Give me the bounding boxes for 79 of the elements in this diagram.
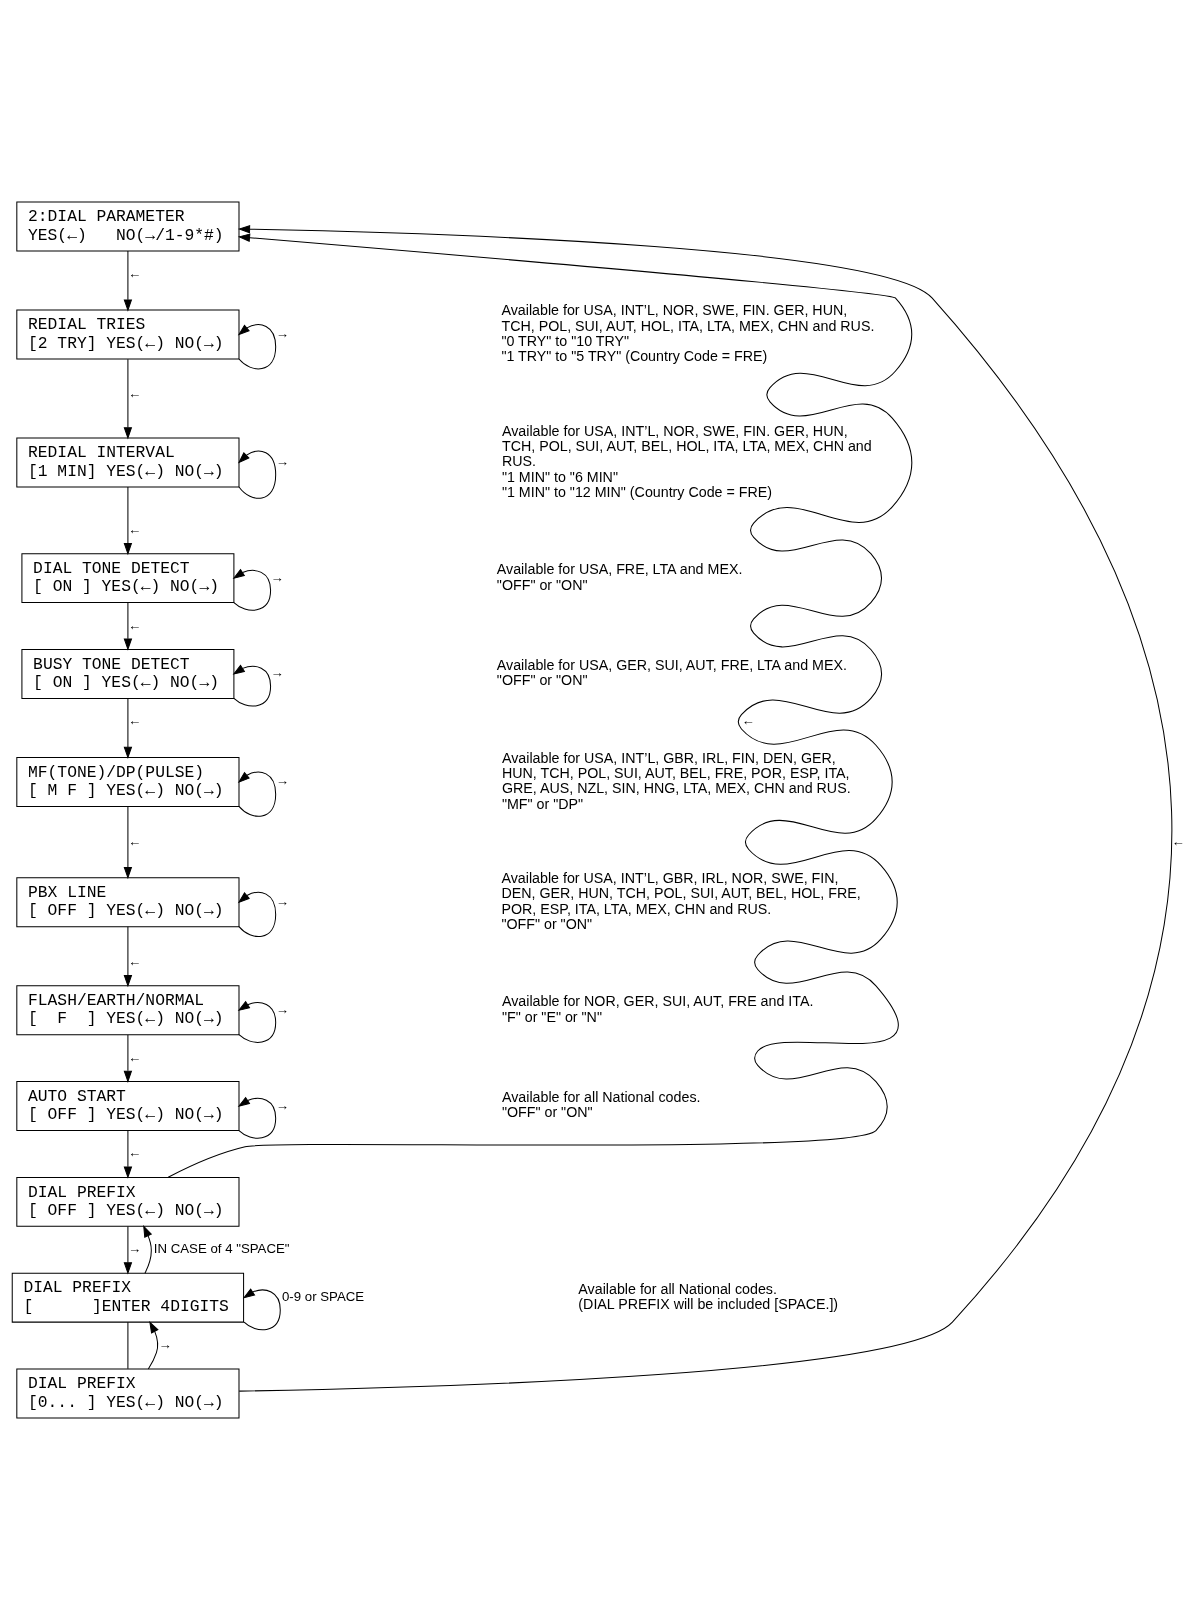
arrow bbox=[123, 358, 133, 439]
arrow bbox=[143, 1224, 153, 1274]
arrow bbox=[237, 450, 277, 499]
edge-label: ← bbox=[127, 953, 142, 969]
arrow bbox=[232, 568, 272, 611]
arrow bbox=[123, 1129, 133, 1179]
edge-label: ← bbox=[127, 1144, 142, 1160]
edge-label: → bbox=[275, 453, 289, 469]
arrow bbox=[237, 771, 277, 817]
node-box: REDIAL INTERVAL [1 MIN] YES(←) NO(→) bbox=[16, 437, 240, 487]
edge-label: → bbox=[270, 569, 284, 585]
arrow bbox=[123, 1033, 133, 1083]
node-box: PBX LINE [ OFF ] YES(←) NO(→) bbox=[16, 876, 240, 927]
edge-label: ← bbox=[741, 712, 755, 728]
connector bbox=[127, 1321, 129, 1369]
arrow bbox=[237, 1096, 277, 1139]
edge-label: → bbox=[275, 1001, 289, 1017]
edge-label: → bbox=[275, 1097, 289, 1113]
node-box: DIAL PREFIX [ ]ENTER 4DIGITS bbox=[11, 1272, 245, 1323]
edge-label: → bbox=[275, 893, 289, 909]
edge-label: ← bbox=[1171, 833, 1185, 849]
node-label: "OFF" or "ON" bbox=[501, 1103, 593, 1120]
edge-label: 0-9 or SPACE bbox=[282, 1288, 365, 1304]
node-label: Available for USA, INT’L, NOR, SWE, FIN. GER, HUN, TCH, POL, SUI, AUT, HOL, ITA, LTA, MEX, CHN and RUS. bbox=[501, 301, 875, 334]
node-label: Available for USA, INT’L, GBR, IRL, NOR, SWE, FIN, DEN, GER, HUN, TCH, POL, SUI, AUT, BEL, HOL, FRE, POR, ESP, ITA, LTA, MEX, CHN and RUS. bbox=[501, 869, 861, 917]
arrow bbox=[167, 232, 913, 1178]
arrow bbox=[123, 697, 133, 759]
node-label: "OFF" or "ON" bbox=[501, 915, 593, 932]
arrow bbox=[232, 664, 272, 707]
node-box: AUTO START [ OFF ] YES(←) NO(→) bbox=[16, 1080, 240, 1131]
arrow bbox=[123, 601, 133, 651]
arrow bbox=[237, 224, 1173, 1392]
node-box: MF(TONE)/DP(PULSE) [ M F ] YES(←) NO(→) bbox=[16, 756, 240, 807]
node-label: "1 TRY" to "5 TRY" (Country Code = FRE) bbox=[501, 347, 768, 364]
node-label: "1 MIN" to "12 MIN" (Country Code = FRE) bbox=[501, 483, 773, 500]
node-label: (DIAL PREFIX will be included [SPACE.]) bbox=[578, 1295, 839, 1312]
arrow bbox=[242, 1287, 281, 1330]
edge-label: ← bbox=[127, 1049, 142, 1065]
node-label: Available for USA, FRE, LTA and MEX. bbox=[496, 560, 743, 577]
node-label: "OFF" or "ON" bbox=[496, 576, 588, 593]
node-box: DIAL PREFIX [0... ] YES(←) NO(→) bbox=[16, 1368, 240, 1418]
node-box: REDIAL TRIES [2 TRY] YES(←) NO(→) bbox=[16, 309, 240, 360]
node-label: "MF" or "DP" bbox=[501, 795, 584, 812]
node-label: Available for USA, GER, SUI, AUT, FRE, LTA and MEX. bbox=[496, 656, 847, 673]
edge-label: → bbox=[270, 664, 284, 680]
edge-label: → bbox=[275, 325, 289, 341]
arrow bbox=[123, 925, 133, 987]
edge-label: → bbox=[158, 1336, 172, 1352]
edge-label: ← bbox=[127, 385, 142, 401]
arrow bbox=[123, 1225, 133, 1275]
node-box: 2:DIAL PARAMETER YES(←) NO(→/1-9*#) bbox=[16, 201, 240, 251]
arrow bbox=[123, 805, 133, 879]
arrow bbox=[237, 323, 277, 369]
edge-label: → bbox=[127, 1240, 142, 1256]
edge-label: ← bbox=[127, 521, 142, 537]
node-label: Available for all National codes. bbox=[578, 1280, 777, 1297]
node-box: DIAL PREFIX [ OFF ] YES(←) NO(→) bbox=[16, 1176, 240, 1227]
node-box: BUSY TONE DETECT [ ON ] YES(←) NO(→) bbox=[21, 648, 235, 699]
edge-label: IN CASE of 4 "SPACE" bbox=[153, 1240, 290, 1256]
node-label: "0 TRY" to "10 TRY" bbox=[501, 332, 630, 349]
node-label: Available for all National codes. bbox=[501, 1088, 701, 1105]
node-label: "F" or "E" or "N" bbox=[501, 1008, 602, 1025]
node-box: DIAL TONE DETECT [ ON ] YES(←) NO(→) bbox=[21, 552, 235, 603]
node-label: Available for USA, INT’L, GBR, IRL, FIN, DEN, GER, HUN, TCH, POL, SUI, AUT, BEL, FRE, POR, ESP, ITA, GRE, AUS, NZL, SIN, HNG, LTA, MEX, CHN and RUS. bbox=[501, 749, 851, 796]
node-box: FLASH/EARTH/NORMAL [ F ] YES(←) NO(→) bbox=[16, 984, 240, 1035]
arrow bbox=[123, 250, 133, 312]
node-label: Available for USA, INT’L, NOR, SWE, FIN. GER, HUN, TCH, POL, SUI, AUT, BEL, HOL, ITA, LTA, MEX, CHN and RUS. bbox=[501, 422, 872, 469]
edge-label: ← bbox=[127, 265, 142, 281]
arrow bbox=[147, 1320, 159, 1369]
edge-label: ← bbox=[127, 617, 142, 633]
edge-label: ← bbox=[127, 833, 142, 849]
arrow bbox=[237, 1000, 277, 1043]
node-label: Available for NOR, GER, SUI, AUT, FRE and ITA. bbox=[501, 992, 814, 1009]
arrow bbox=[123, 486, 133, 555]
node-label: "OFF" or "ON" bbox=[496, 671, 588, 688]
edge-label: → bbox=[275, 772, 289, 788]
arrow bbox=[237, 891, 277, 937]
edge-label: ← bbox=[127, 712, 142, 728]
node-label: "1 MIN" to "6 MIN" bbox=[501, 468, 618, 485]
